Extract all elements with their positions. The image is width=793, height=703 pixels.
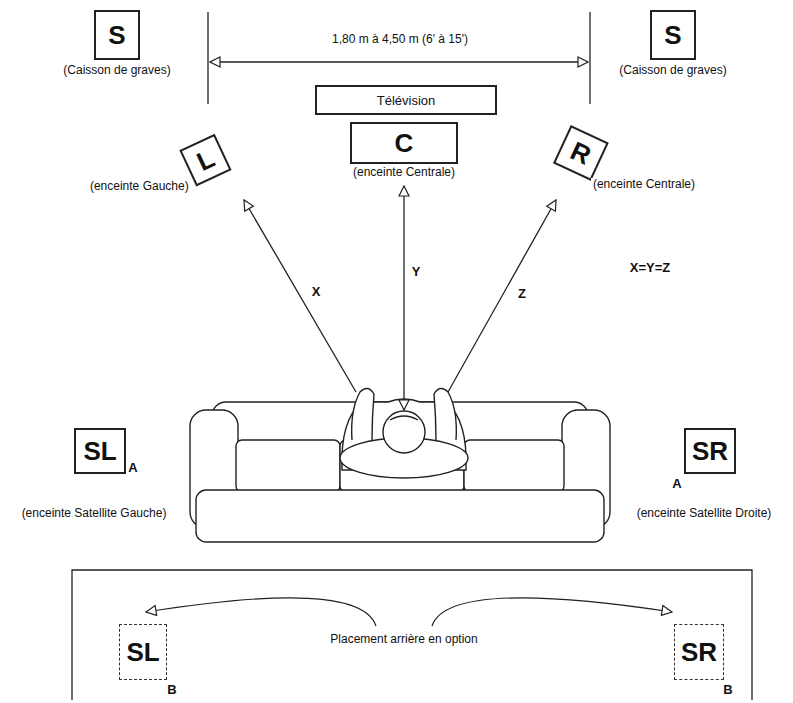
note: Placement arrière en option xyxy=(328,633,479,646)
box-outline: SR xyxy=(674,624,724,680)
box-outline: R xyxy=(553,125,609,180)
speaker-letter: C xyxy=(395,130,414,156)
equation-note: X=Y=Z xyxy=(628,261,672,275)
box-outline: S xyxy=(650,10,696,60)
device-label: Télévision xyxy=(377,94,436,107)
box-outline: SR xyxy=(684,428,736,474)
box-outline: SL xyxy=(119,624,166,680)
speaker-caption: (Caisson de graves) xyxy=(617,64,728,77)
speaker-letter: S xyxy=(664,22,681,48)
box-outline: S xyxy=(94,10,140,60)
speaker-letter: SR xyxy=(681,639,717,665)
distance-label: Z xyxy=(516,287,528,301)
position-letter: B xyxy=(721,683,734,697)
box-outline: SL xyxy=(74,428,126,474)
position-letter: A xyxy=(670,477,683,491)
speaker-caption: (enceinte Centrale) xyxy=(591,178,697,191)
position-letter: A xyxy=(126,461,139,475)
speaker-caption: (Caisson de graves) xyxy=(61,64,172,77)
speaker-letter: S xyxy=(108,22,125,48)
speaker-letter: SR xyxy=(692,438,728,464)
distance-label: Y xyxy=(410,265,423,279)
speaker-caption: (enceinte Gauche) xyxy=(88,180,191,193)
couch xyxy=(190,402,610,542)
speaker-caption: (enceinte Satellite Droite) xyxy=(635,507,774,520)
box-outline: Télévision xyxy=(315,85,497,115)
speaker-letter: L xyxy=(193,145,218,175)
speaker-caption: (enceinte Centrale) xyxy=(351,166,457,179)
rear-wall xyxy=(72,570,752,700)
speaker-letter: SL xyxy=(126,639,159,665)
optional-arrow xyxy=(146,598,672,626)
distance-label: X xyxy=(310,285,323,299)
speaker-caption: (enceinte Satellite Gauche) xyxy=(20,507,169,520)
speaker-letter: SL xyxy=(83,438,116,464)
distance-arrow xyxy=(244,186,556,410)
speaker-letter: R xyxy=(567,137,595,169)
box-outline: C xyxy=(350,122,458,164)
position-letter: B xyxy=(165,683,178,697)
dimension-label: 1,80 m à 4,50 m (6' à 15') xyxy=(330,33,470,46)
box-outline: L xyxy=(180,134,233,187)
